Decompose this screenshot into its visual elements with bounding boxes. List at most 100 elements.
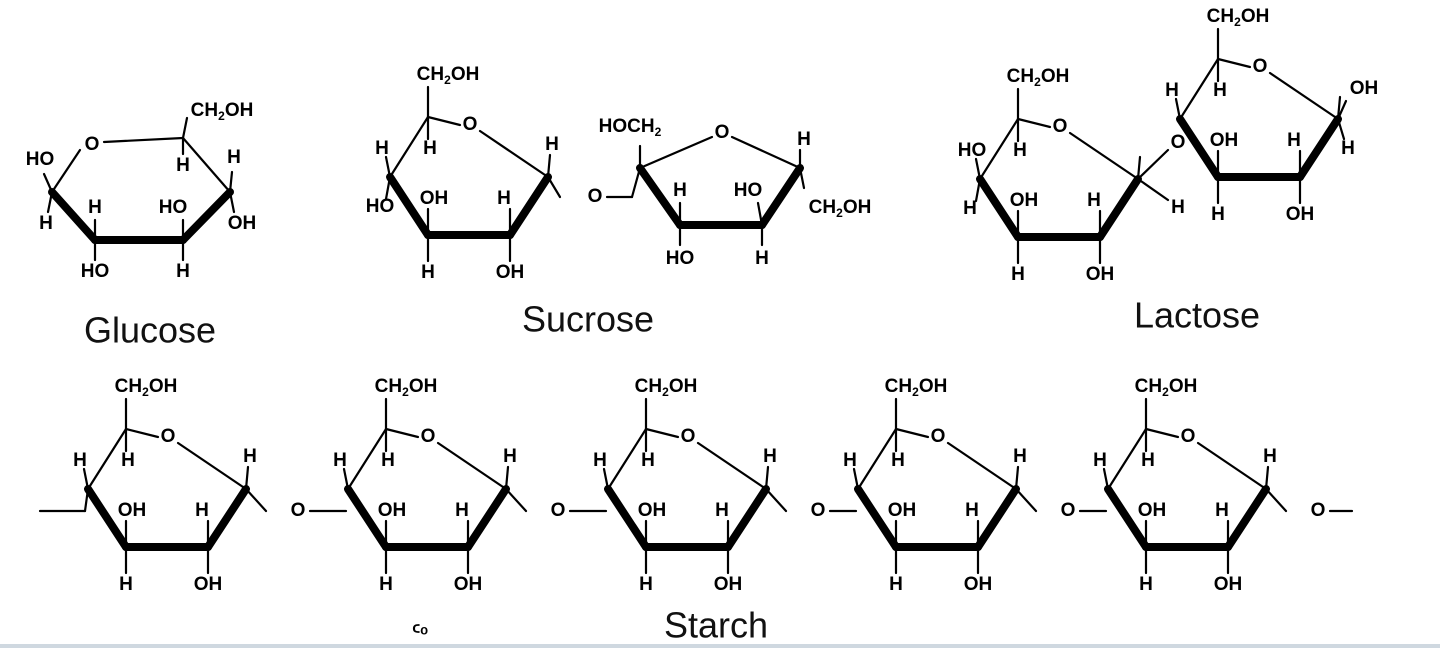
bond-line (1016, 117, 1052, 129)
atom-label: H (1263, 446, 1277, 467)
atom-label: OH (378, 500, 407, 521)
ring-front-bond (854, 485, 900, 551)
bond-line (388, 115, 430, 179)
atom-label: HO (366, 196, 395, 217)
bond-line (124, 427, 160, 439)
bond-line (42, 172, 54, 194)
atom-label: H (1287, 130, 1301, 151)
ring-oxygen-label: O (1053, 116, 1068, 137)
ring-oxygen-label: O (1181, 426, 1196, 447)
ring-front-bond (464, 485, 510, 551)
atom-label: H (1165, 80, 1179, 101)
bottom-edge-strip (0, 644, 1440, 648)
bond-line (946, 441, 1018, 491)
atom-label: H (593, 450, 607, 471)
glycosidic-oxygen-label: O (291, 500, 306, 521)
atom-label: HO (734, 180, 763, 201)
bond-line (974, 157, 982, 181)
atom-label: OH (1138, 500, 1167, 521)
atom-label: H (176, 155, 190, 176)
ring-front-bond (604, 485, 650, 551)
atom-label: OH (496, 262, 525, 283)
ring-front-bond (179, 188, 234, 244)
atom-label: H (1139, 574, 1153, 595)
atom-label: OH (964, 574, 993, 595)
atom-label: H (73, 450, 87, 471)
atom-label: OH (888, 500, 917, 521)
glucose-label: Glucose (84, 310, 216, 351)
atom-label: H (1013, 446, 1027, 467)
atom-label: H (1141, 450, 1155, 471)
ring-oxygen-label: O (161, 426, 176, 447)
atom-label: H (545, 134, 559, 155)
atom-label: OH (1350, 78, 1379, 99)
ring-front-bond (386, 173, 432, 239)
ring-front-bond (344, 485, 390, 551)
atom-label: H (891, 450, 905, 471)
sucrose-label: Sucrose (522, 299, 654, 340)
atom-label: H (227, 147, 241, 168)
bond-line (82, 467, 90, 491)
atom-label: H (375, 138, 389, 159)
glycosidic-oxygen-label: O (588, 186, 603, 207)
bond-line (1102, 467, 1110, 491)
atom-label: H (755, 248, 769, 269)
atom-label: OH (1214, 574, 1243, 595)
glycosidic-oxygen-label: O (1061, 500, 1076, 521)
atom-label: H (455, 500, 469, 521)
bond-line (1216, 57, 1252, 69)
atom-label: H (763, 446, 777, 467)
bond-line (606, 427, 648, 491)
atom-label: H (843, 450, 857, 471)
atom-label: OH (228, 213, 257, 234)
bond-line (436, 441, 508, 491)
bond-line (342, 467, 350, 491)
bond-line (696, 441, 768, 491)
bond-line (852, 467, 860, 491)
atom-label: H (381, 450, 395, 471)
atom-label: H (715, 500, 729, 521)
ring-front-bond (48, 188, 99, 244)
atom-label: H (1213, 80, 1227, 101)
bond-line (176, 441, 248, 491)
ring-front-bond (724, 485, 770, 551)
atom-label: H (176, 261, 190, 282)
atom-label: H (379, 574, 393, 595)
bond-line (478, 129, 550, 179)
ring-front-bond (84, 485, 130, 551)
atom-label: OH (1010, 190, 1039, 211)
bond-line (384, 175, 392, 201)
bond-line (228, 170, 234, 194)
glycosidic-oxygen-label: O (1171, 132, 1186, 153)
bond-line (244, 487, 268, 513)
ring-front-bond (1224, 485, 1270, 551)
ring-front-bond (976, 175, 1022, 241)
starch-label: Starch (664, 605, 768, 646)
bond-line (1136, 155, 1142, 181)
bond-line (756, 201, 764, 227)
bond-line (1178, 57, 1220, 121)
bond-line (426, 115, 462, 127)
atom-label: H (1087, 190, 1101, 211)
atom-label: H (1211, 204, 1225, 225)
bond-line (346, 427, 388, 491)
bond-line (764, 487, 788, 513)
bond-line (1144, 427, 1180, 439)
atom-label: H (119, 574, 133, 595)
atom-label: OH (454, 574, 483, 595)
bond-line (974, 177, 982, 203)
ring-front-bond (506, 173, 552, 239)
bond-line (504, 465, 510, 491)
atom-label: H (1341, 138, 1355, 159)
atom-label: H (639, 574, 653, 595)
ch2oh-group-label: CH2OH (115, 376, 178, 399)
bond-line (1268, 71, 1340, 121)
ch2oh-group-label: CH2OH (1007, 66, 1070, 89)
bond-line (1336, 99, 1348, 121)
bond-line (602, 467, 610, 491)
bond-line (244, 465, 250, 491)
bond-line (181, 116, 189, 140)
bond-line (978, 117, 1020, 181)
ring-oxygen-label: O (463, 114, 478, 135)
atom-label: H (965, 500, 979, 521)
